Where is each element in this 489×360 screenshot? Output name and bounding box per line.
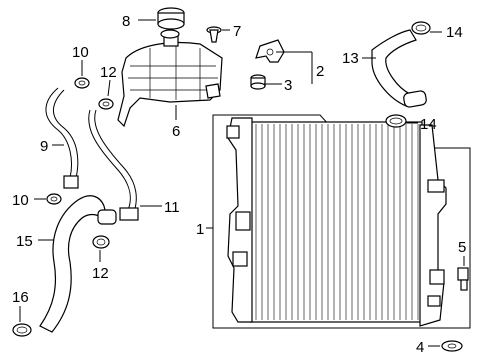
leader-lines xyxy=(19,19,465,347)
hose-clamp xyxy=(98,98,114,110)
callout-13: 13 xyxy=(342,50,359,67)
lower-radiator-hose xyxy=(39,195,117,333)
overflow-hose xyxy=(45,87,79,189)
mounting-bracket xyxy=(255,39,285,63)
callout-6: 6 xyxy=(172,123,180,140)
callout-4: 4 xyxy=(416,339,424,356)
callout-14: 14 xyxy=(446,24,463,41)
hose-clamp xyxy=(46,193,62,205)
upper-radiator-hose xyxy=(371,29,427,108)
hose-clamp xyxy=(385,114,407,128)
callout-10: 10 xyxy=(72,44,89,61)
hose-clamp xyxy=(12,323,32,337)
push-pin xyxy=(206,26,222,43)
callout-1: 1 xyxy=(196,221,204,238)
callout-12: 12 xyxy=(92,265,109,282)
callout-10: 10 xyxy=(12,192,29,209)
callout-14: 14 xyxy=(420,116,437,133)
callout-15: 15 xyxy=(16,233,33,250)
radiator-core xyxy=(249,121,423,323)
drain-plug xyxy=(457,267,469,291)
callout-labels: 8 7 2 3 10 12 6 9 10 11 15 12 16 13 14 1… xyxy=(12,13,466,356)
callout-5: 5 xyxy=(458,239,466,256)
reservoir-hose xyxy=(88,109,139,221)
callout-3: 3 xyxy=(284,77,292,94)
hose-clamp xyxy=(92,235,110,249)
insulator xyxy=(250,74,266,90)
callout-2: 2 xyxy=(316,63,324,80)
callout-8: 8 xyxy=(122,13,130,30)
grommet xyxy=(441,340,463,352)
callout-7: 7 xyxy=(233,23,241,40)
radiator-assembly xyxy=(212,114,471,329)
callout-9: 9 xyxy=(40,138,48,155)
coolant-reservoir xyxy=(117,35,223,128)
callout-16: 16 xyxy=(12,289,29,306)
pressure-cap xyxy=(157,7,185,39)
callout-11: 11 xyxy=(164,199,180,216)
hose-clamp xyxy=(74,77,90,89)
callout-12: 12 xyxy=(100,64,117,81)
hose-clamp xyxy=(411,21,431,35)
